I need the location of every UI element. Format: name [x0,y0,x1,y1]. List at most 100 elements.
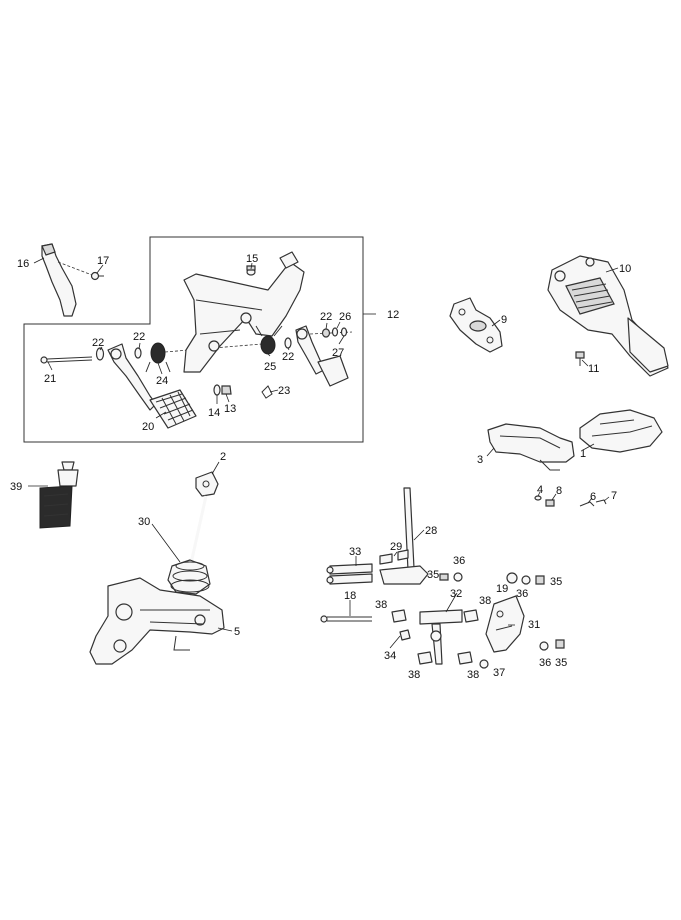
callout-13: 13 [224,403,236,415]
washer-36a [453,572,463,582]
cross-shaft [419,609,463,665]
bracket-9 [449,297,503,353]
washer-22c [284,337,292,349]
callout-36a: 36 [453,555,465,567]
shift-knob [195,471,219,497]
callout-3: 3 [477,454,483,466]
callout-27: 27 [332,347,344,359]
callout-22c: 22 [282,351,294,363]
spring-24 [145,342,171,373]
bolt-17 [90,271,104,281]
washer-26 [331,327,339,337]
callout-36c: 36 [539,657,551,669]
shift-lever [188,495,208,569]
nut-35b [535,575,545,585]
callout-12: 12 [387,309,399,321]
shift-base-bracket [89,577,225,665]
washer-22a [95,347,105,361]
callout-34: 34 [384,650,396,662]
washer-14 [213,384,221,396]
spring-25 [255,325,283,355]
callout-38b: 38 [479,595,491,607]
long-bolt-18 [320,615,372,623]
callout-2: 2 [220,451,226,463]
callout-18: 18 [344,590,356,602]
callout-22a: 22 [92,337,104,349]
callout-24: 24 [156,375,168,387]
callout-4: 4 [537,484,543,496]
switch-39 [39,461,79,529]
nut-35c [555,639,565,649]
callout-38d: 38 [467,669,479,681]
callout-17: 17 [97,255,109,267]
callout-38c: 38 [408,669,420,681]
heat-shield-1 [579,409,663,453]
callout-29: 29 [390,541,402,553]
callout-15: 15 [246,253,258,265]
callout-21: 21 [44,373,56,385]
callout-19: 19 [496,583,508,595]
heat-shield-3 [487,423,575,471]
brake-pedal [295,325,349,387]
shaft-33 [326,563,373,585]
callout-7: 7 [611,490,617,502]
leader-lines [28,257,619,649]
callout-30: 30 [138,516,150,528]
callout-23: 23 [278,385,290,397]
selector-lever [379,487,429,585]
washer-36b [521,575,531,585]
pedal-bracket [183,251,305,373]
bushing-34 [399,629,411,641]
callout-9: 9 [501,314,507,326]
pedal-group-frame [23,236,364,443]
callout-22b: 22 [133,331,145,343]
washer-22b [134,347,142,359]
callout-5: 5 [234,626,240,638]
nut-8 [545,499,555,507]
callout-35a: 35 [427,569,439,581]
callout-39: 39 [10,481,22,493]
callout-37: 37 [493,667,505,679]
ring-37 [479,659,489,669]
callout-10: 10 [619,263,631,275]
bushing-38c [417,651,433,665]
callout-32: 32 [450,588,462,600]
bushing-29 [379,553,393,565]
bolt-6 [579,501,595,507]
callout-14: 14 [208,407,220,419]
callout-labels: 1 2 3 4 5 6 7 8 9 10 11 12 13 14 15 16 1… [10,253,631,681]
accelerator-pedal [547,255,669,377]
callout-28: 28 [425,525,437,537]
bushing-29b [397,549,409,561]
callout-11: 11 [588,363,599,375]
callout-1: 1 [580,448,586,460]
callout-26: 26 [339,311,351,323]
washer-36c [539,641,549,651]
clutch-pedal [107,343,197,429]
bushing-38d [457,651,473,665]
callout-35b: 35 [550,576,562,588]
shift-boot [167,559,211,595]
callout-16: 16 [17,258,29,270]
bushing-38a [391,609,407,623]
callout-38a: 38 [375,599,387,611]
bolt-11 [575,351,585,366]
pivot-bolt [40,356,93,364]
ring-19 [506,572,518,584]
lever-arm [41,243,93,317]
nut-22d [321,328,331,338]
callout-35c: 35 [555,657,567,669]
callout-8: 8 [556,485,562,497]
callout-20: 20 [142,421,154,433]
bracket-plate-31 [485,595,525,653]
nut-35a [439,573,449,581]
clip-23 [261,385,273,399]
callout-33: 33 [349,546,361,558]
clip-7 [595,499,607,505]
washer-4 [534,495,542,501]
callout-22d: 22 [320,311,332,323]
nut-13 [221,385,232,395]
callout-6: 6 [590,491,596,503]
callout-36b: 36 [516,588,528,600]
